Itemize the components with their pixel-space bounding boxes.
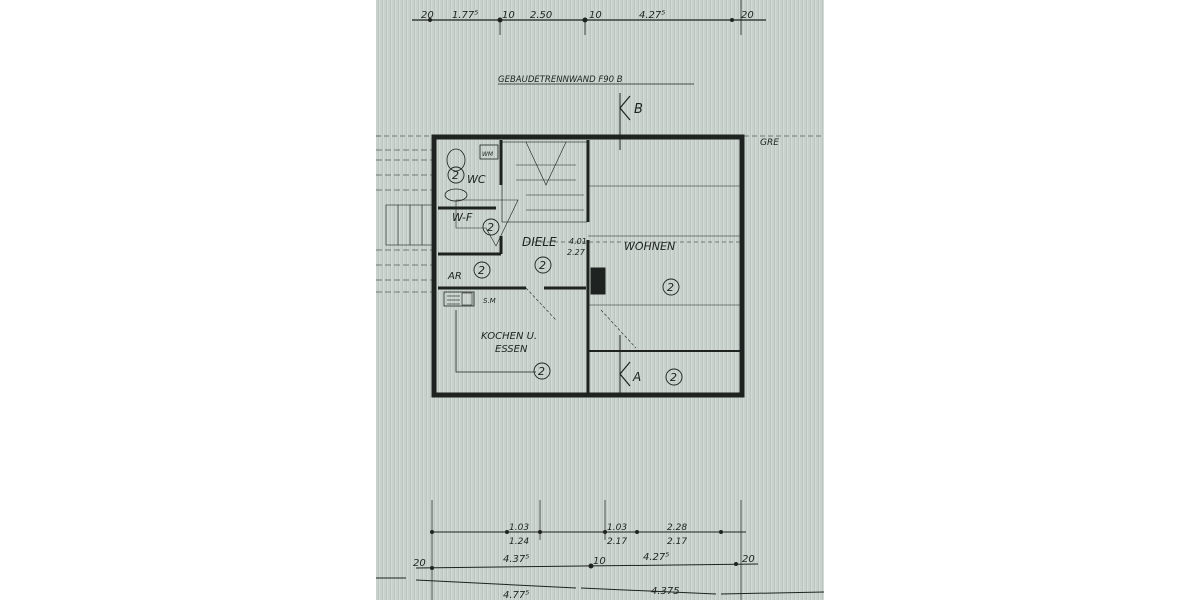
dim-top-3: 10: [502, 10, 515, 21]
dim-top-1: 20: [421, 10, 434, 21]
wohnen-number: 2: [667, 281, 674, 294]
wc-number: 2: [452, 169, 459, 182]
ar-label: AR: [447, 271, 462, 282]
dim-b1-top-3: 2.28: [667, 523, 687, 533]
dim-b1-top-1: 1.03: [509, 523, 529, 533]
dim-top-6: 4.27⁵: [639, 10, 665, 21]
dim-b1-top-2: 1.03: [607, 523, 627, 533]
dim-top-4: 2.50: [530, 10, 552, 21]
wm-label: WM: [482, 151, 494, 158]
diele-number: 2: [539, 259, 546, 272]
wall-label: GEBAUDETRENNWAND F90 B: [498, 75, 623, 85]
dim-b2-5: 20: [742, 554, 755, 565]
dim-top-5: 10: [589, 10, 602, 21]
wohnen-label: WOHNEN: [624, 240, 675, 253]
kochen-label-2: ESSEN: [495, 344, 528, 355]
kochen-number: 2: [538, 365, 545, 378]
dim-top-7: 20: [741, 10, 754, 21]
grenze-label: GRE: [760, 138, 779, 148]
dim-b2-2: 4.37⁵: [503, 554, 529, 565]
wf-number: 2: [487, 221, 494, 234]
dim-b2-3: 10: [593, 556, 606, 567]
dim-b3-2: 4.375: [651, 586, 680, 597]
ar-number: 2: [478, 264, 485, 277]
kochen-label-1: KOCHEN U.: [481, 331, 537, 342]
dim-b1-bottom-3: 2.17: [667, 537, 687, 547]
wf-label: W-F: [452, 211, 473, 224]
floor-plan-drawing: 20 1.77⁵ 10 2.50 10 4.27⁵ 20 GEBAUDETREN…: [376, 0, 824, 600]
dim-b2-4: 4.27⁵: [643, 552, 669, 563]
dim-b2-1: 20: [413, 558, 426, 569]
sm-label: S.M: [483, 297, 496, 305]
dim-b1-bottom-1: 1.24: [509, 537, 529, 547]
dim-b1-bottom-2: 2.17: [607, 537, 627, 547]
section-b-label: B: [634, 102, 643, 117]
wc-label: WC: [467, 173, 486, 186]
diele-area-top: 4.01: [569, 237, 587, 246]
diele-area-bottom: 2.27: [567, 248, 586, 257]
dim-top-2: 1.77⁵: [452, 10, 478, 21]
terrace-number: 2: [670, 371, 677, 384]
section-a-label: A: [632, 370, 641, 384]
floor-plan-photo: 20 1.77⁵ 10 2.50 10 4.27⁵ 20 GEBAUDETREN…: [376, 0, 824, 600]
diele-label: DIELE: [522, 235, 557, 249]
dim-b3-1: 4.77⁵: [503, 590, 529, 600]
